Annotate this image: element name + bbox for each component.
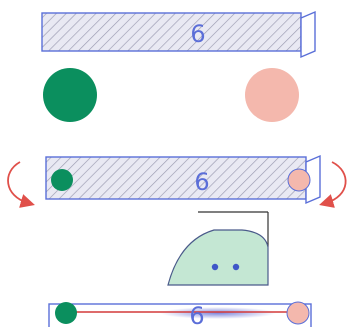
iron-icon	[167, 211, 269, 286]
step-1: 6	[41, 10, 316, 122]
pink-dot-icon	[287, 168, 311, 192]
strip-end-tab	[300, 10, 316, 59]
pink-dot-icon	[245, 68, 299, 122]
green-dot-icon	[55, 302, 77, 324]
rotate-arrow-icon	[319, 161, 347, 208]
strip-label: 6	[189, 302, 204, 327]
green-dot-icon	[43, 68, 97, 122]
strip-label: 6	[190, 20, 205, 48]
green-dot-icon	[51, 169, 73, 191]
strip-label: 6	[194, 168, 209, 196]
step-3: 6	[48, 211, 312, 327]
rotate-arrow-icon	[7, 161, 35, 208]
heat-glow	[160, 307, 276, 319]
pink-dot-icon	[286, 301, 310, 325]
step-2: 6	[7, 154, 347, 208]
strip-icon	[41, 12, 302, 52]
strip-icon	[45, 156, 307, 200]
